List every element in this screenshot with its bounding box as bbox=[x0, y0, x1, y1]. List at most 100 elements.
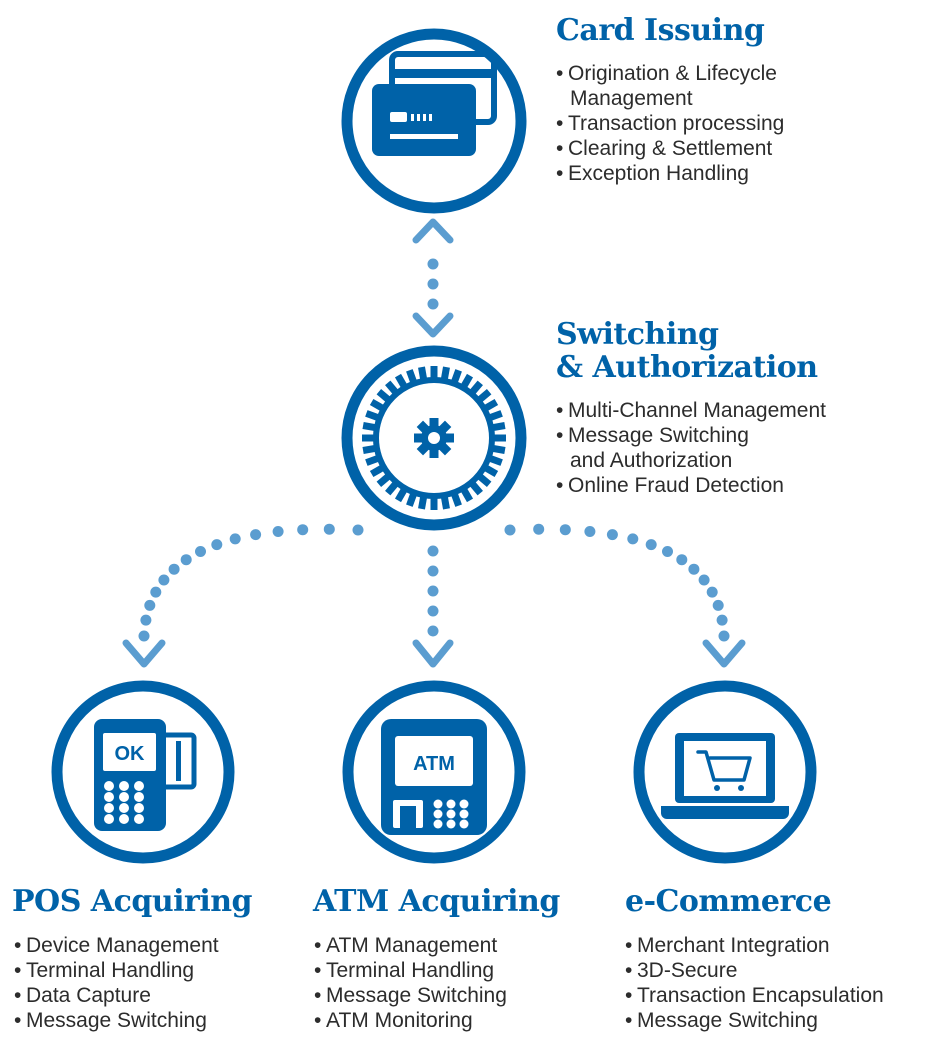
bullet-item: •Terminal Handling bbox=[14, 958, 219, 983]
laptop-cart-icon bbox=[661, 733, 789, 819]
keypad-key bbox=[104, 792, 114, 802]
keypad-key bbox=[104, 781, 114, 791]
bullet-text: Message Switching bbox=[637, 1009, 818, 1032]
arrow-down-icon bbox=[412, 639, 454, 668]
bullet-dot: • bbox=[556, 112, 564, 135]
bullet-dot: • bbox=[556, 399, 564, 422]
shopping-cart-icon bbox=[696, 750, 752, 791]
connector-dot bbox=[533, 523, 545, 535]
bullet-text: Management bbox=[570, 87, 693, 110]
connector-dot bbox=[718, 630, 730, 642]
connector-dot bbox=[559, 524, 571, 536]
bullet-item: •Message Switching bbox=[625, 1008, 884, 1033]
connector-dot bbox=[606, 529, 618, 541]
keypad-key bbox=[104, 803, 114, 813]
connector-dot bbox=[158, 574, 170, 586]
bullet-dot: • bbox=[556, 162, 564, 185]
keypad bbox=[433, 799, 469, 829]
bullet-dot: • bbox=[14, 984, 22, 1007]
bullet-item: •Clearing & Settlement bbox=[556, 136, 784, 161]
bullet-dot: • bbox=[314, 1009, 322, 1032]
keypad-key bbox=[104, 814, 114, 824]
bullet-text: Transaction Encapsulation bbox=[637, 984, 884, 1007]
atm-bullets: •ATM Management•Terminal Handling•Messag… bbox=[314, 933, 507, 1033]
sprocket-gear-icon bbox=[362, 366, 506, 510]
bullet-item: •Transaction Encapsulation bbox=[625, 983, 884, 1008]
switching-node bbox=[341, 345, 527, 531]
ecommerce-node bbox=[633, 680, 817, 864]
bullet-dot: • bbox=[625, 984, 633, 1007]
bullet-item: •Message Switching bbox=[14, 1008, 219, 1033]
keypad-key bbox=[433, 799, 443, 809]
pos-terminal-icon: OK bbox=[94, 719, 197, 831]
bullet-text: Data Capture bbox=[26, 984, 151, 1007]
bullet-item: •Exception Handling bbox=[556, 161, 784, 186]
bullet-text: Merchant Integration bbox=[637, 934, 830, 957]
connector-dot bbox=[144, 599, 156, 611]
bullet-text: ATM Monitoring bbox=[326, 1009, 473, 1032]
arrow-down-icon bbox=[122, 639, 166, 668]
keypad bbox=[104, 781, 144, 824]
keypad-key bbox=[446, 799, 456, 809]
bullet-item: •Multi-Channel Management bbox=[556, 398, 826, 423]
bullet-text: Transaction processing bbox=[568, 112, 785, 135]
connector-dot bbox=[662, 546, 673, 557]
bullet-dot: • bbox=[14, 934, 22, 957]
bullet-text: Terminal Handling bbox=[26, 959, 195, 982]
connector-dot bbox=[323, 523, 335, 535]
connector-dot bbox=[698, 574, 710, 586]
card-issuing-title: Card Issuing bbox=[556, 13, 765, 48]
bullet-text: Online Fraud Detection bbox=[568, 474, 784, 497]
keypad-key bbox=[134, 814, 144, 824]
connector-dot bbox=[150, 586, 162, 598]
bullet-dot: • bbox=[14, 959, 22, 982]
connector-dot bbox=[504, 524, 516, 536]
keypad-key bbox=[459, 799, 469, 809]
bullet-text: 3D-Secure bbox=[637, 959, 738, 982]
keypad-key bbox=[119, 781, 129, 791]
connector-switching-atm bbox=[412, 545, 454, 668]
keypad-key bbox=[119, 814, 129, 824]
atm-machine-icon: ATM bbox=[381, 719, 487, 835]
connector-dot bbox=[140, 614, 152, 626]
connector-dot bbox=[250, 529, 262, 541]
atm-node: ATM bbox=[342, 680, 526, 864]
bullet-dot: • bbox=[314, 934, 322, 957]
keypad-key bbox=[433, 809, 443, 819]
connector-dot bbox=[676, 554, 688, 566]
bullet-text: Message Switching bbox=[568, 424, 749, 447]
connector-card-switching bbox=[412, 218, 454, 338]
bullet-dot: • bbox=[314, 959, 322, 982]
bullet-item: •Data Capture bbox=[14, 983, 219, 1008]
keypad-key bbox=[134, 781, 144, 791]
pos-screen-label: OK bbox=[115, 743, 146, 765]
bullet-dot: • bbox=[556, 474, 564, 497]
connector-dot bbox=[706, 586, 718, 598]
atm-screen-label: ATM bbox=[413, 753, 455, 775]
bullet-item: •Message Switching bbox=[314, 983, 507, 1008]
switching-title: Switching & Authorization bbox=[556, 318, 818, 384]
credit-cards-icon bbox=[372, 51, 497, 156]
bullet-dot: • bbox=[625, 934, 633, 957]
keypad-key bbox=[459, 819, 469, 829]
connector-dot bbox=[584, 526, 596, 537]
pos-title: POS Acquiring bbox=[12, 884, 253, 919]
connector-dot bbox=[645, 539, 657, 551]
switching-title-line-1: Switching bbox=[556, 317, 719, 352]
bullet-text: Exception Handling bbox=[568, 162, 749, 185]
bullet-item: •Merchant Integration bbox=[625, 933, 884, 958]
bullet-item: •3D-Secure bbox=[625, 958, 884, 983]
arrow-down-icon bbox=[702, 639, 746, 668]
bullet-item: •Transaction processing bbox=[556, 111, 784, 136]
connector-dot bbox=[272, 526, 284, 537]
bullet-item: •ATM Management bbox=[314, 933, 507, 958]
connector-dot bbox=[211, 539, 223, 551]
bullet-item: •Terminal Handling bbox=[314, 958, 507, 983]
connector-dot bbox=[297, 524, 309, 536]
keypad-key bbox=[119, 792, 129, 802]
keypad-key bbox=[446, 809, 456, 819]
arrow-up-icon bbox=[412, 218, 454, 244]
